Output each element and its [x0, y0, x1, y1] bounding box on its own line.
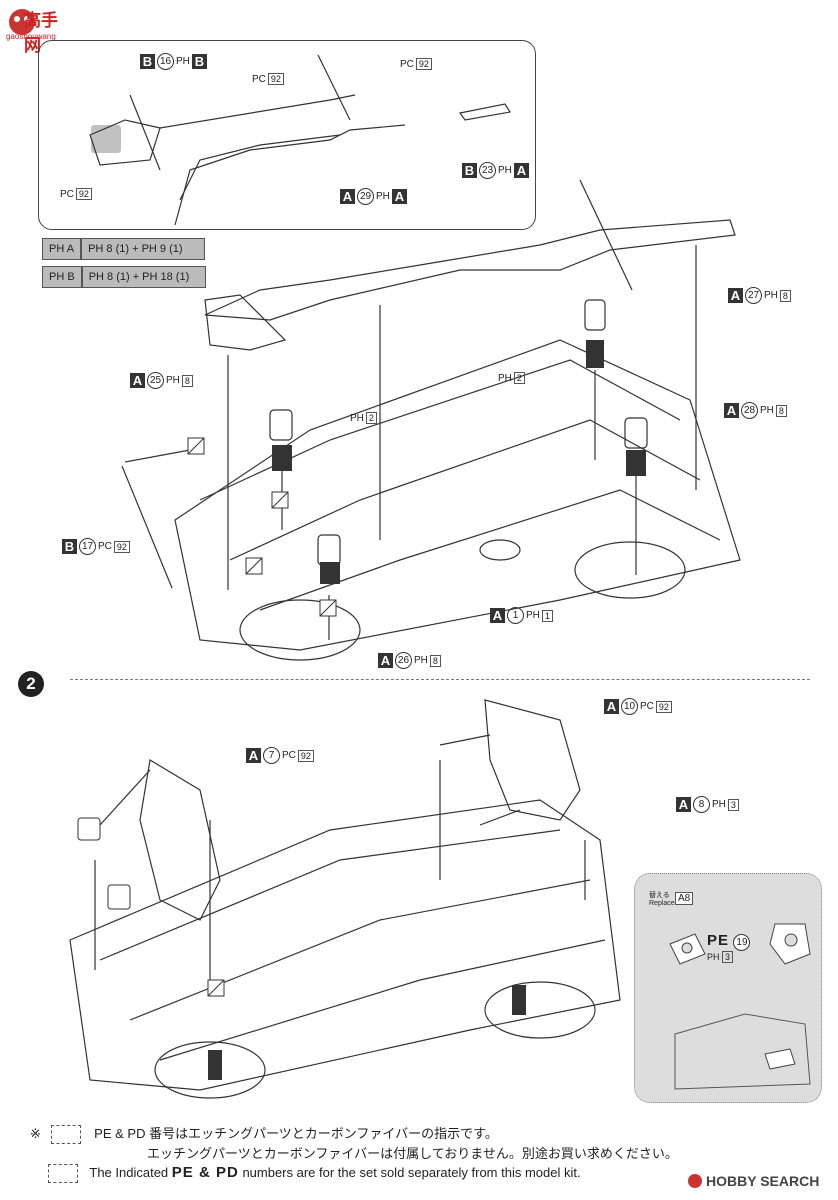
- logo-mascot-icon: [9, 9, 35, 35]
- part-b23-label: B 23 PH A: [462, 162, 529, 179]
- legend-value: PH 8 (1) + PH 9 (1): [81, 238, 206, 260]
- part-a8-label: A 8 PH 3: [676, 796, 739, 813]
- part-b16-label: B 16 PH B: [140, 53, 207, 70]
- part-a27-label: A 27 PH 8: [728, 287, 791, 304]
- part-a7-label: A 7 PC 92: [246, 747, 314, 764]
- pc92-right-label: PC 92: [400, 58, 432, 70]
- replace-inset: 替える Replace A8 PE 19 PH 3: [634, 873, 822, 1103]
- footer-line-3: The Indicated PE & PD numbers are for th…: [48, 1164, 581, 1184]
- part-a29-label: A 29 PH A: [340, 188, 407, 205]
- legend-key: PH A: [42, 238, 82, 260]
- replace-part: A8: [675, 892, 694, 905]
- dashed-box: [48, 1164, 78, 1184]
- site-logo: 高手网 gaoshouwang: [4, 4, 74, 56]
- inset-panel: [38, 40, 536, 230]
- logo-text: 高手网: [24, 11, 58, 56]
- pe19-label: PE 19 PH 3: [707, 932, 751, 963]
- brand-logo-icon: [688, 1174, 702, 1188]
- footer-line-2: エッチングパーツとカーボンファイバーは付属しておりません。別途お買い求めください…: [147, 1146, 678, 1161]
- footer-line-1: ※ PE & PD 番号はエッチングパーツとカーボンファイバーの指示です。: [30, 1123, 498, 1145]
- pc92-left-label: PC 92: [60, 188, 92, 200]
- brand-watermark: HOBBY SEARCH: [688, 1173, 819, 1189]
- legend-key: PH B: [42, 266, 82, 288]
- replace-parts-icon: [669, 923, 811, 1090]
- replace-label: 替える Replace: [649, 892, 675, 907]
- legend-row-b: PH B PH 8 (1) + PH 18 (1): [42, 266, 206, 288]
- legend-value: PH 8 (1) + PH 18 (1): [81, 266, 206, 288]
- part-b17-label: B 17 PC 92: [62, 538, 130, 555]
- part-a25-label: A 25 PH 8: [130, 372, 193, 389]
- ph2-right-label: PH 2: [498, 372, 525, 384]
- step-divider: [70, 679, 810, 680]
- pc92-top-label: PC 92: [252, 73, 284, 85]
- part-a26-label: A 26 PH 8: [378, 652, 441, 669]
- legend-row-a: PH A PH 8 (1) + PH 9 (1): [42, 238, 206, 260]
- ph2-mid-label: PH 2: [350, 412, 377, 424]
- logo-subtext: gaoshouwang: [6, 32, 56, 41]
- step-number-badge: 2: [18, 671, 44, 697]
- part-a1-label: A 1 PH 1: [490, 607, 553, 624]
- part-a10-label: A 10 PC 92: [604, 698, 672, 715]
- dashed-box: [50, 1125, 81, 1145]
- part-a28-label: A 28 PH 8: [724, 402, 787, 419]
